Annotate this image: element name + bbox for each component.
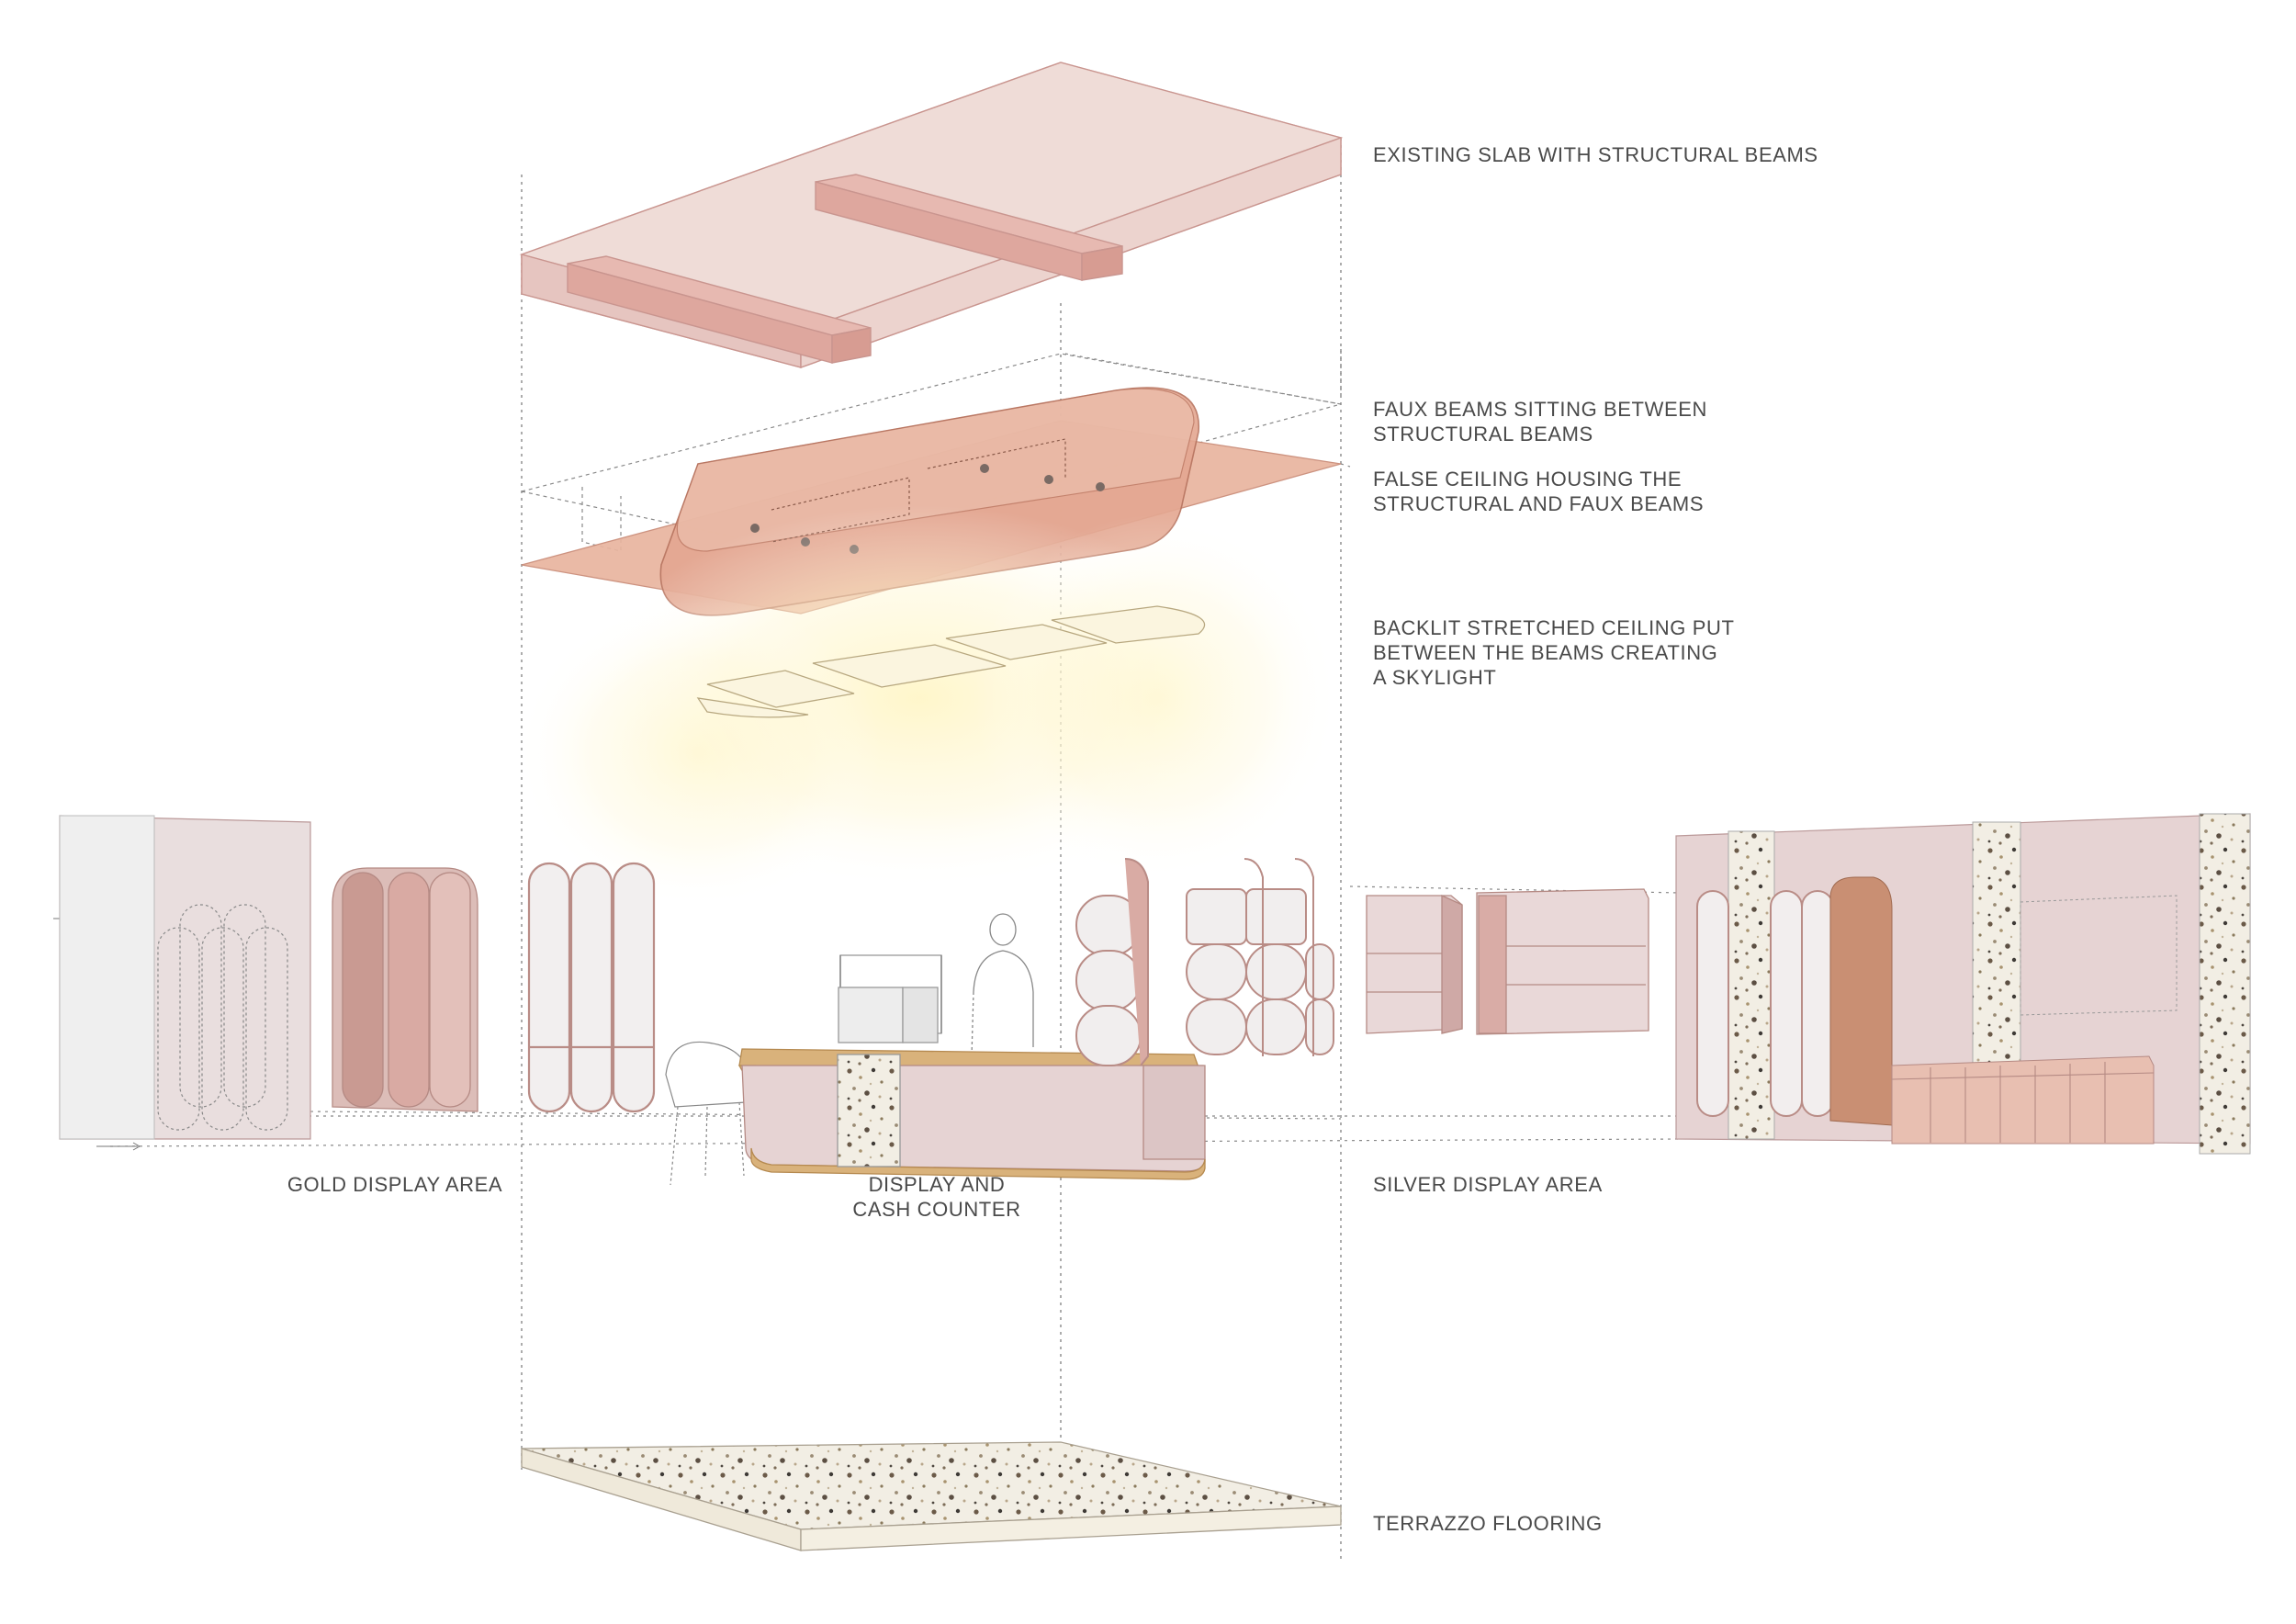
existing-slab	[519, 62, 1344, 368]
backlit-ceiling-panels	[696, 605, 1206, 718]
guide-lines	[521, 138, 1342, 1562]
silver-display-wall	[1675, 813, 2251, 1155]
terrazzo-flooring	[521, 1441, 1342, 1551]
leader-lines	[1064, 353, 1351, 468]
label-gold-display-area: GOLD DISPLAY AREA	[287, 1173, 503, 1196]
silver-arch-shelf-small	[1075, 858, 1149, 1066]
silver-arch-shelf-large	[1186, 858, 1334, 1056]
label-backlit-ceiling: BACKLIT STRETCHED CEILING PUT BETWEEN TH…	[1373, 616, 1735, 689]
label-existing-slab: EXISTING SLAB WITH STRUCTURAL BEAMS	[1373, 143, 1818, 166]
label-false-ceiling: FALSE CEILING HOUSING THE STRUCTURAL AND…	[1373, 468, 1705, 515]
label-display-cash-counter: DISPLAY AND CASH COUNTER	[852, 1173, 1021, 1221]
person-outline	[971, 913, 1034, 1057]
chair-outline	[665, 1041, 749, 1186]
gold-display-wall	[59, 815, 311, 1140]
label-faux-beams: FAUX BEAMS SITTING BETWEEN STRUCTURAL BE…	[1373, 398, 1707, 445]
gold-arch-cabinet	[527, 862, 656, 1113]
silver-display-boxes	[1366, 888, 1649, 1035]
label-terrazzo-flooring: TERRAZZO FLOORING	[1373, 1512, 1603, 1535]
label-silver-display-area: SILVER DISPLAY AREA	[1373, 1173, 1603, 1196]
cash-counter	[737, 954, 1206, 1180]
gold-niche-unit	[332, 867, 478, 1112]
